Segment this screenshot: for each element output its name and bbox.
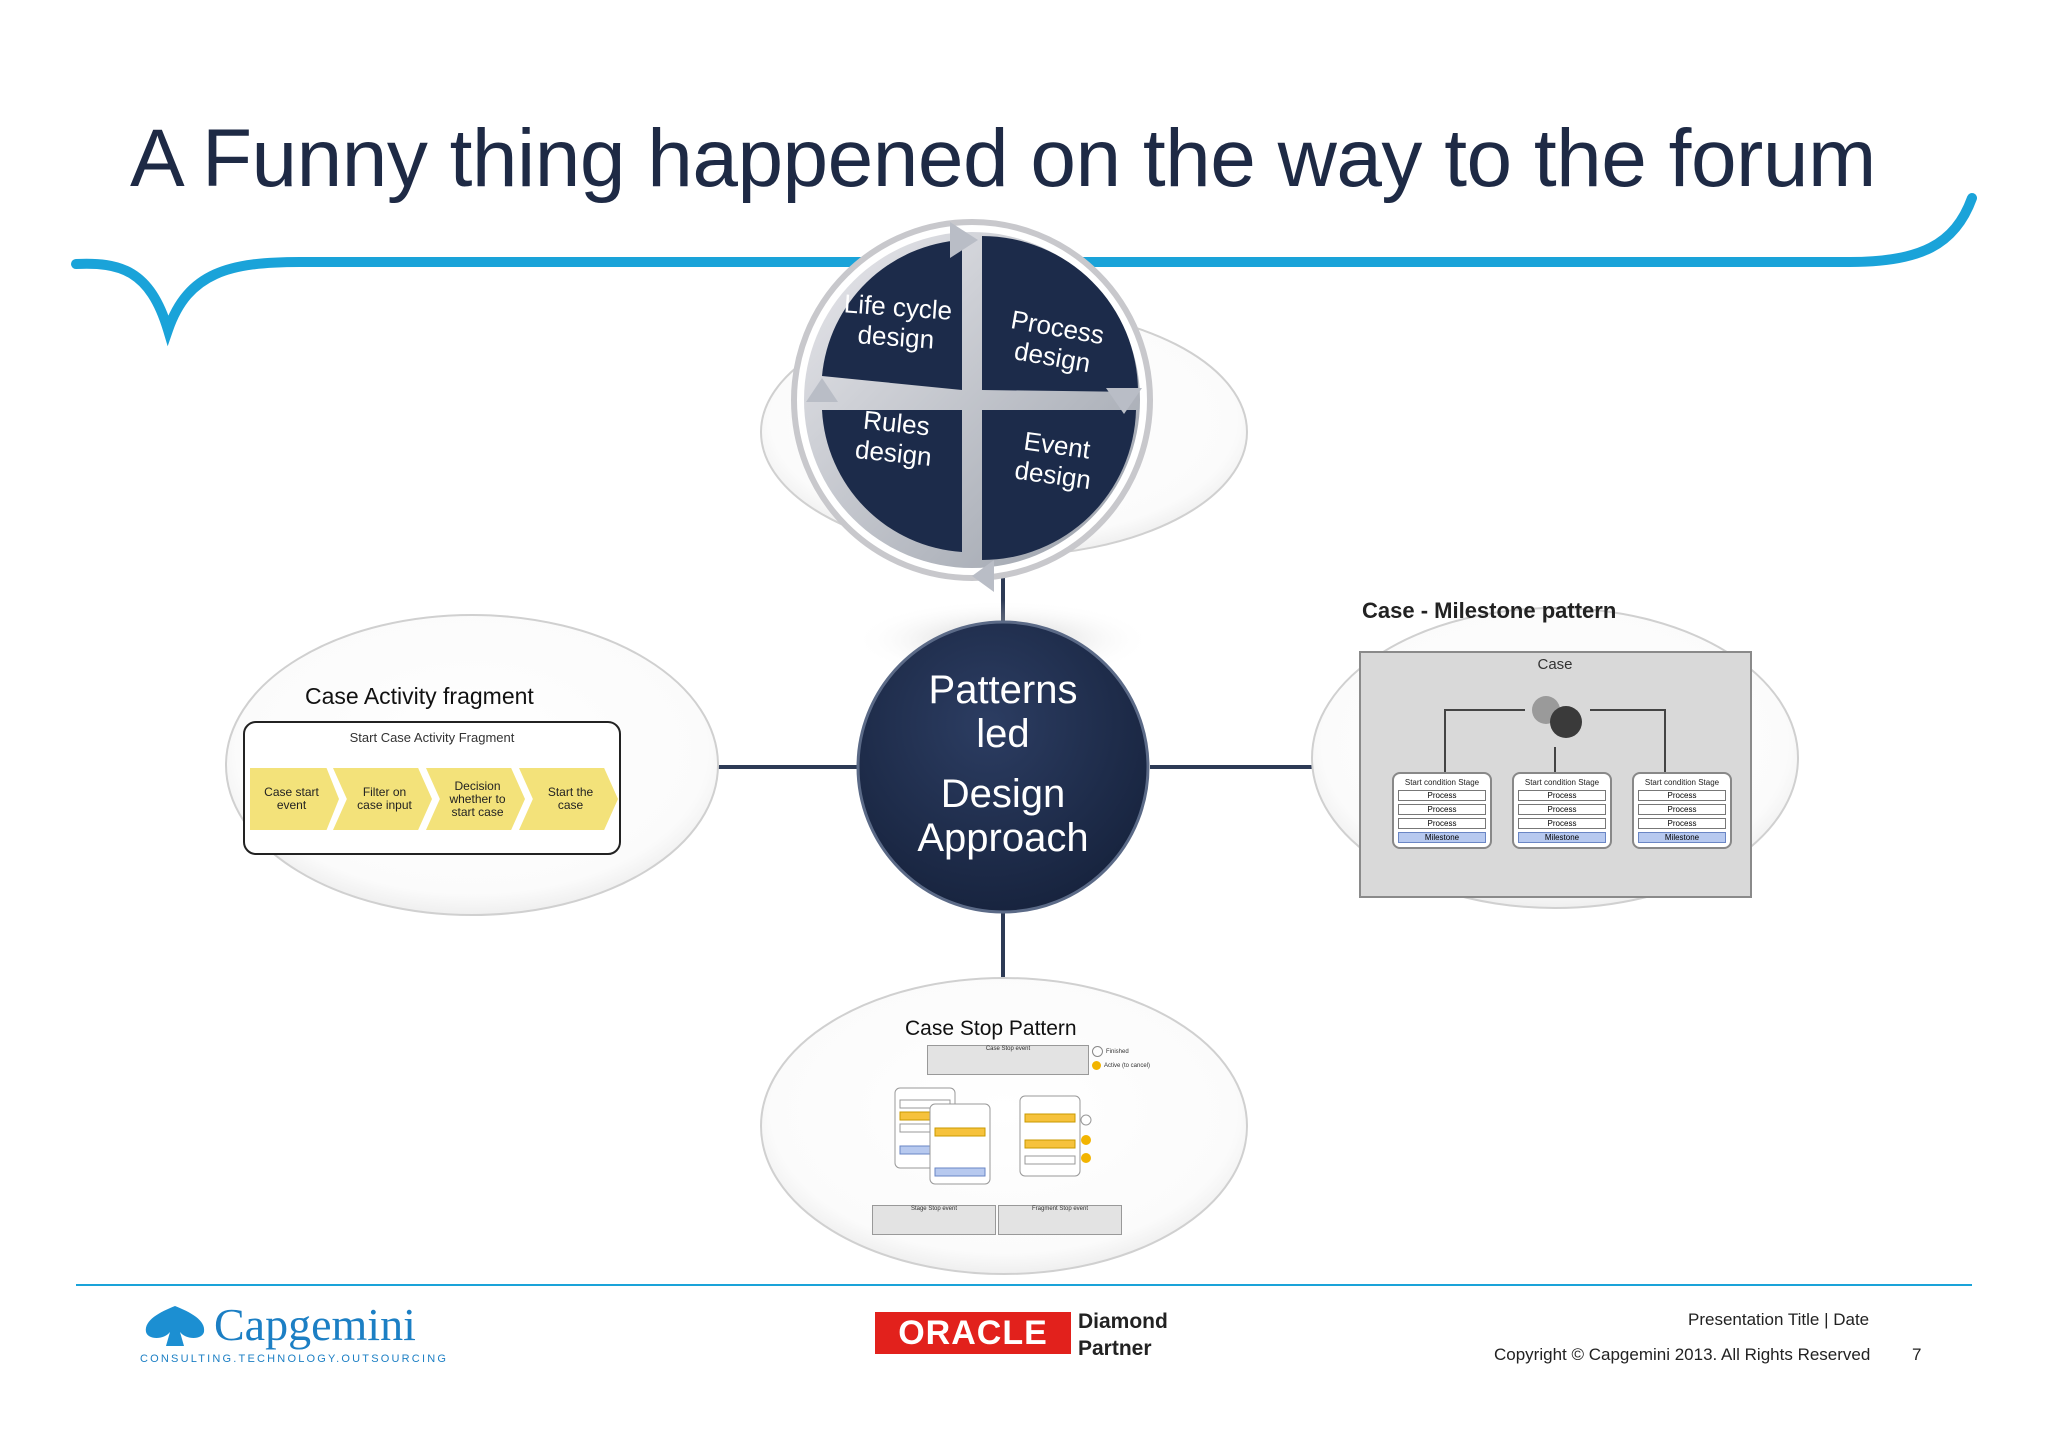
chevron-row: Case start event Filter on case input De… [250, 768, 618, 830]
stage-milestone: Milestone [1398, 832, 1486, 843]
case-stop-title: Case Stop Pattern [905, 1017, 1077, 1040]
case-stop-diagram [894, 1087, 1092, 1185]
chevron-step: Filter on case input [333, 768, 432, 830]
header-swoosh [71, 193, 1977, 347]
arrowhead-4 [806, 378, 838, 402]
capgemini-tagline: CONSULTING.TECHNOLOGY.OUTSOURCING [140, 1353, 449, 1365]
stage-process: Process [1398, 790, 1486, 801]
capgemini-spade-icon [145, 1305, 205, 1346]
chevron-step: Case start event [250, 768, 339, 830]
stage-process: Process [1518, 790, 1606, 801]
hub-line-1: Patterns [928, 668, 1078, 712]
page-title: A Funny thing happened on the way to the… [130, 113, 1876, 204]
stage-process: Process [1638, 818, 1726, 829]
chevron-step: Decision whether to start case [426, 768, 525, 830]
oracle-wordmark: ORACLE [898, 1313, 1048, 1352]
stage-card: Start condition Stage Process Process Pr… [1632, 772, 1732, 849]
hub-text-block: Patterns led Design Approach [880, 668, 1126, 860]
segment-label-lifecycle: Life cycle design [842, 288, 954, 355]
arrowhead-2 [1106, 388, 1142, 414]
page-number: 7 [1912, 1345, 1922, 1364]
stage-process: Process [1638, 804, 1726, 815]
stage-stop-box: Stage Stop event [872, 1205, 996, 1235]
case-stop-legend: Finished Active (to cancel) [1092, 1045, 1150, 1073]
stage-process: Process [1518, 804, 1606, 815]
fragment-box-title: Start Case Activity Fragment [349, 730, 515, 745]
hub-line-2: led [976, 712, 1030, 756]
milestone-connectors [1444, 709, 1666, 772]
stage-head: Start condition Stage [1404, 778, 1480, 787]
presentation-title-date: Presentation Title | Date [1688, 1310, 1870, 1329]
step-label: Case start event [264, 785, 319, 812]
legend-active: Active (to cancel) [1092, 1059, 1150, 1073]
cycle-segments [822, 236, 1138, 560]
stage-head: Start condition Stage [1524, 778, 1600, 787]
segment-tr [982, 236, 1138, 392]
hub-line-4: Approach [917, 816, 1089, 860]
partner-badge: Diamond Partner [1078, 1308, 1168, 1362]
segment-br [982, 410, 1136, 560]
arrowhead-3 [972, 560, 994, 592]
partner-line-1: Diamond [1078, 1310, 1168, 1333]
stage-card: Start condition Stage Process Process Pr… [1512, 772, 1612, 849]
stage-process: Process [1638, 790, 1726, 801]
milestone-title: Case - Milestone pattern [1362, 598, 1617, 623]
chevron-step: Start the case [519, 768, 618, 830]
case-stop-event-box: Case Stop event [927, 1045, 1089, 1075]
case-label: Case [1537, 656, 1573, 673]
oracle-logo: ORACLE [875, 1312, 1071, 1354]
partner-line-2: Partner [1078, 1337, 1152, 1360]
legend-active-label: Active (to cancel) [1104, 1063, 1151, 1069]
segment-bl [822, 410, 962, 552]
capgemini-wordmark: Capgemini [214, 1299, 416, 1350]
capgemini-logo: Capgemini CONSULTING.TECHNOLOGY.OUTSOURC… [140, 1298, 448, 1365]
stage-milestone: Milestone [1638, 832, 1726, 843]
copyright-text: Copyright © Capgemini 2013. All Rights R… [1494, 1345, 1871, 1364]
hub-line-3: Design [940, 772, 1066, 816]
stage-process: Process [1518, 818, 1606, 829]
case-activity-title: Case Activity fragment [305, 683, 534, 709]
legend-active-icon [1092, 1060, 1101, 1070]
stage-process: Process [1398, 818, 1486, 829]
legend-finished: Finished [1092, 1045, 1150, 1059]
stage-process: Process [1398, 804, 1486, 815]
step-label: Filter on case input [357, 785, 412, 812]
segment-tl [822, 240, 962, 390]
fragment-stop-box: Fragment Stop event [998, 1205, 1122, 1235]
legend-finished-icon [1092, 1045, 1103, 1057]
stage-milestone: Milestone [1518, 832, 1606, 843]
hub-circle [856, 620, 1150, 914]
arrowhead-1 [950, 222, 978, 258]
gears-icon [1526, 690, 1586, 742]
legend-finished-label: Finished [1106, 1049, 1129, 1055]
stage-card: Start condition Stage Process Process Pr… [1392, 772, 1492, 849]
stage-row: Start condition Stage Process Process Pr… [1392, 772, 1732, 849]
step-label: Decision whether to start case [449, 778, 506, 819]
stage-head: Start condition Stage [1644, 778, 1720, 787]
ellipse-bottom [760, 977, 1248, 1275]
step-label: Start the case [547, 785, 594, 812]
